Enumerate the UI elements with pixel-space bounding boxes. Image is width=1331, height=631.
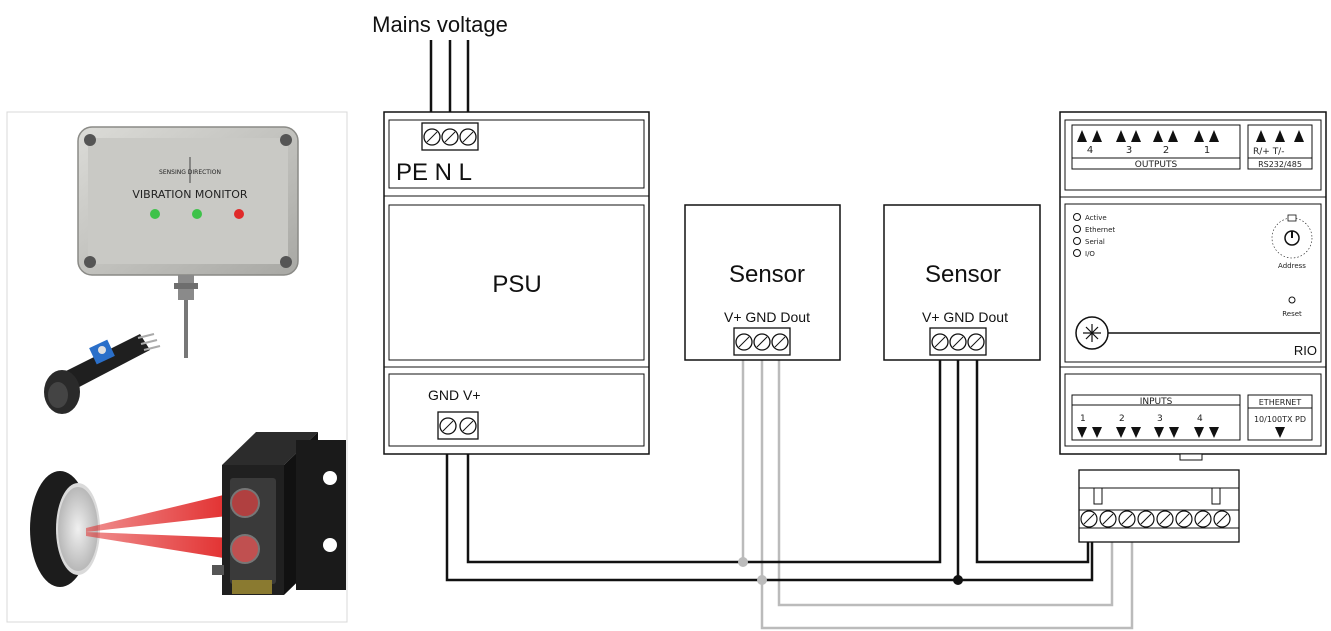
junction-grey-1 [738, 557, 748, 567]
vibration-led-2 [192, 209, 202, 219]
rio-name: RIO [1294, 343, 1317, 358]
sensing-direction-text: SENSING DIRECTION [159, 169, 221, 176]
psu-title: PSU [492, 271, 541, 298]
wiring [429, 40, 1134, 630]
grey-wire-sensor1-gnd [760, 342, 1134, 630]
input-arrows [1077, 427, 1219, 438]
black-wire-vplus [466, 342, 942, 564]
address-label: Address [1278, 262, 1306, 270]
sensor-2-title: Sensor [925, 261, 1001, 288]
psu-input-terminal-block [421, 122, 479, 151]
mains-label: Mains voltage [372, 12, 508, 37]
grey-wire-sensor1-dout [777, 342, 1114, 607]
inputs-label: INPUTS [1140, 397, 1173, 407]
sensor-2-terminal-block [929, 327, 987, 356]
sensor-2-terminals: V+ GND Dout [922, 309, 1008, 325]
output-group-3: 3 [1126, 145, 1132, 156]
sound-sensor-module-photo [44, 333, 161, 414]
sensor-1-terminals: V+ GND Dout [724, 309, 810, 325]
vibration-led-1 [150, 209, 160, 219]
address-dial-icon [1271, 214, 1313, 259]
led-serial-label: Serial [1085, 238, 1105, 246]
sensor-2: Sensor V+ GND Dout [883, 204, 1041, 361]
led-io-label: I/O [1085, 250, 1095, 258]
serial-label: RS232/485 [1258, 160, 1302, 169]
input-pin-4: 4 [1197, 414, 1203, 424]
led-active-label: Active [1085, 214, 1107, 222]
psu-output-labels: GND V+ [428, 387, 481, 403]
rio-input-terminal-block [1078, 469, 1240, 543]
sensor-photo-panel: SENSING DIRECTION VIBRATION MONITOR [6, 111, 348, 623]
vibration-led-3 [234, 209, 244, 219]
vibration-monitor-photo: SENSING DIRECTION VIBRATION MONITOR [77, 126, 299, 358]
reset-button-icon [1288, 296, 1296, 304]
output-arrows [1077, 130, 1219, 142]
input-pin-2: 2 [1119, 414, 1125, 424]
psu-module: PE N L PSU GND V+ [383, 111, 650, 455]
input-pin-1: 1 [1080, 414, 1086, 424]
psu-input-labels: PE N L [396, 159, 472, 186]
psu-output-terminal-block [437, 411, 479, 440]
ethernet-label: ETHERNET [1259, 398, 1302, 407]
junction-black [953, 575, 963, 585]
input-pin-3: 3 [1157, 414, 1163, 424]
led-ethernet-label: Ethernet [1085, 226, 1115, 234]
sensor-1-title: Sensor [729, 261, 805, 288]
black-wire-sensor2-dout [975, 342, 1090, 564]
rio-connector-icon [1075, 316, 1109, 350]
sensor-1-terminal-block [733, 327, 791, 356]
serial-pins: R/+ T/- [1253, 147, 1284, 157]
output-group-2: 2 [1163, 145, 1169, 156]
output-group-4: 4 [1087, 145, 1093, 156]
outputs-label: OUTPUTS [1135, 160, 1178, 170]
black-wire-gnd [445, 425, 1094, 582]
photoelectric-sensor-photo [30, 432, 346, 595]
vibration-monitor-text: VIBRATION MONITOR [132, 188, 248, 201]
output-group-1: 1 [1204, 145, 1210, 156]
sensor-1: Sensor V+ GND Dout [684, 204, 841, 361]
ethernet-sub-label: 10/100TX PD [1254, 415, 1306, 424]
reset-label: Reset [1282, 310, 1302, 318]
rio-module: 4 3 2 1 OUTPUTS R/+ T/- RS232/485 Active… [1059, 111, 1327, 461]
junction-grey-2 [757, 575, 767, 585]
rio-status-leds [1073, 213, 1081, 257]
